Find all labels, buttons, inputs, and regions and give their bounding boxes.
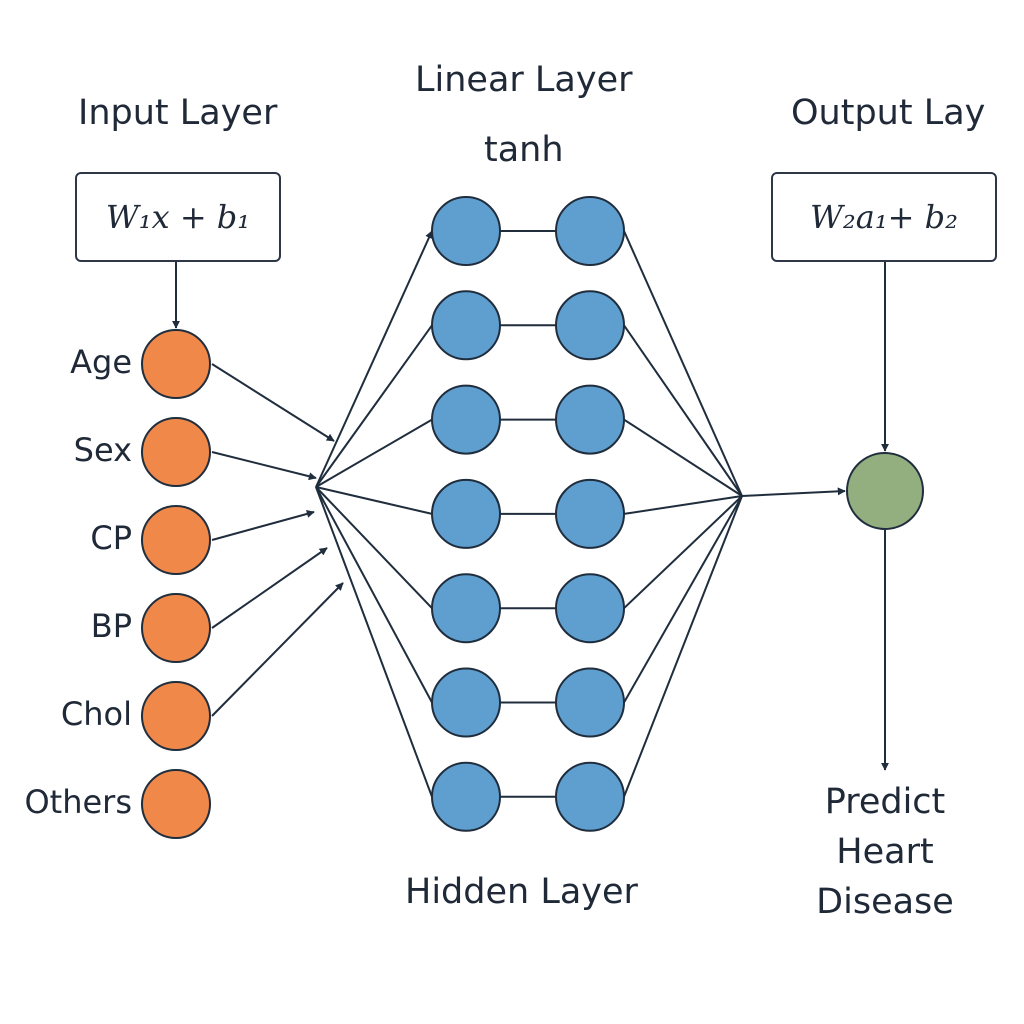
activation-label: tanh (484, 130, 564, 170)
fan-out-edge (623, 495, 743, 703)
fan-in-edge (315, 324, 433, 488)
input-formula-box: W₁x + b₁ (75, 172, 281, 262)
fan-out-edge (623, 230, 743, 497)
fan-out-edge (623, 495, 743, 798)
input-edge (211, 582, 344, 717)
fan-in-edge (315, 486, 433, 703)
output-formula: W₂a₁+ b₂ (810, 198, 958, 236)
hidden-node (555, 384, 625, 455)
linear-layer-title: Linear Layer (415, 60, 633, 100)
output-layer-title: Output Lay (791, 93, 986, 133)
output-label-line: Heart (836, 832, 934, 872)
hidden-node (431, 290, 501, 361)
input-feature-label: Sex (73, 431, 132, 469)
hidden-node (431, 384, 501, 455)
input-node-sex (141, 417, 211, 487)
fan-in-edge (315, 418, 433, 488)
fan-in-edge (315, 486, 433, 515)
input-edge (211, 451, 317, 481)
input-edge (211, 363, 335, 442)
output-node (846, 452, 924, 530)
input-feature-label: Others (24, 783, 132, 821)
input-edge (211, 547, 328, 629)
hidden-node (431, 196, 501, 266)
fan-in-edge (315, 486, 433, 609)
hidden-node (431, 573, 501, 644)
output-formula-box: W₂a₁+ b₂ (771, 172, 997, 262)
hidden-layer-title: Hidden Layer (405, 872, 638, 912)
hidden-node (431, 667, 501, 738)
hidden-node (555, 290, 625, 361)
input-node-others (141, 769, 211, 839)
input-feature-label: BP (90, 607, 132, 645)
hidden-node (431, 761, 501, 832)
output-label-line: Predict (824, 782, 946, 822)
fan-out-edge (623, 324, 743, 497)
hidden-node (431, 478, 501, 549)
input-layer-title: Input Layer (78, 93, 278, 133)
input-feature-label: CP (90, 519, 132, 557)
input-formula: W₁x + b₁ (105, 198, 251, 236)
input-edge (211, 510, 315, 541)
input-node-age (141, 329, 211, 399)
fan-in-edge (315, 230, 433, 488)
hidden-node (555, 196, 625, 266)
hidden-node (555, 573, 625, 644)
fan-out-edge (623, 418, 743, 497)
fan-out-edge (623, 495, 743, 609)
fan-in-edge (315, 486, 433, 798)
input-node-bp (141, 593, 211, 663)
output-edge (741, 487, 846, 497)
hidden-node (555, 761, 625, 832)
output-label-line: Disease (816, 882, 954, 922)
input-feature-label: Chol (60, 695, 132, 733)
fan-out-edge (623, 495, 743, 515)
input-node-chol (141, 681, 211, 751)
input-node-cp (141, 505, 211, 575)
input-feature-label: Age (70, 343, 132, 381)
hidden-node (555, 478, 625, 549)
hidden-node (555, 667, 625, 738)
